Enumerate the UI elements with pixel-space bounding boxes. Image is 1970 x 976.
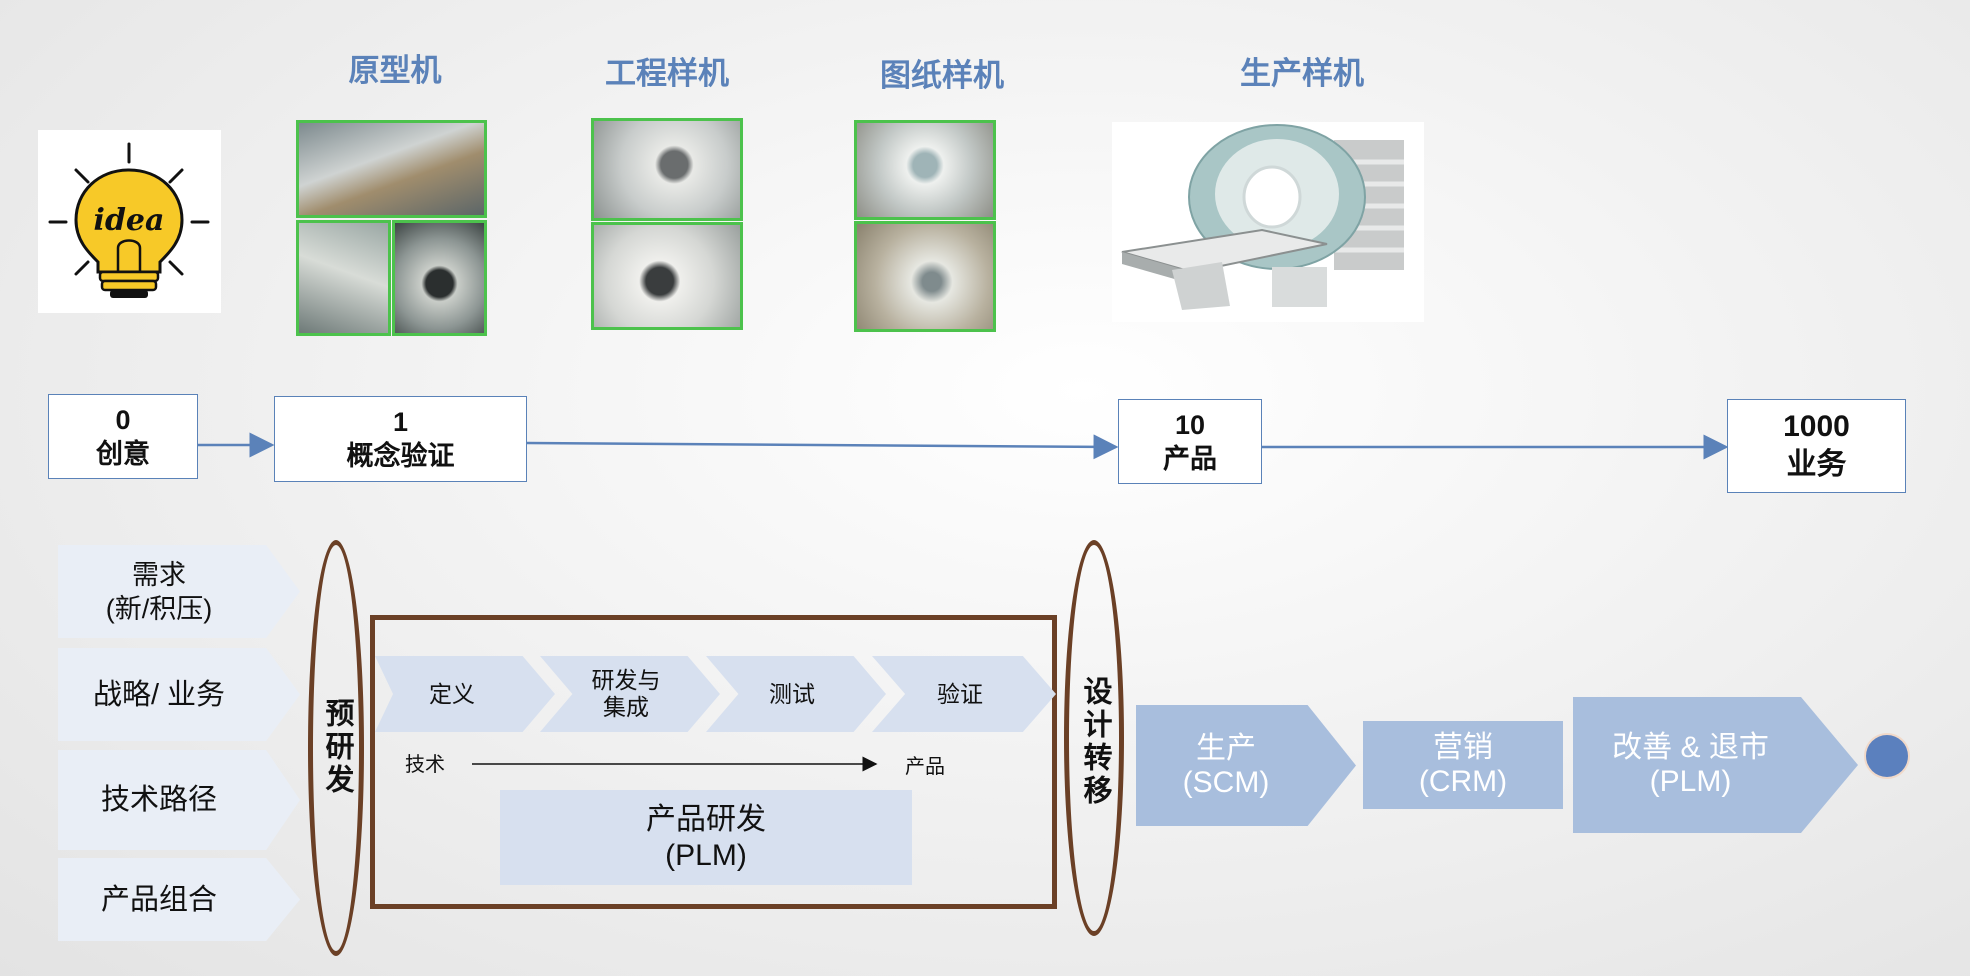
- milestone-label: 业务: [1786, 448, 1847, 481]
- ops-line2: (PLM): [1649, 765, 1732, 798]
- phase-label: 定义: [429, 680, 475, 707]
- milestone-label: 产品: [1163, 443, 1217, 474]
- phase-label-line2: 集成: [603, 694, 649, 720]
- stage-title-engineering: 工程样机: [605, 56, 729, 91]
- ops-line1: 生产: [1196, 731, 1256, 765]
- milestone-product: 10 产品: [1118, 399, 1262, 484]
- engineering-photo-top: [591, 118, 743, 221]
- pre-research-label: 预研发: [321, 698, 353, 797]
- engineering-photo-bottom: [591, 222, 743, 330]
- drawing-photo-bottom: [854, 221, 996, 332]
- stage-title-prototype: 原型机: [348, 53, 442, 88]
- design-transfer-label: 设计转移: [1079, 676, 1111, 808]
- input-line1: 技术路径: [100, 784, 217, 816]
- ops-line1: 营销: [1433, 731, 1493, 764]
- ops-improve-retire-plm: 改善 & 退市 (PLM): [1573, 697, 1858, 833]
- stage-title-drawing: 图纸样机: [880, 58, 1004, 93]
- ops-line2: (SCM): [1182, 765, 1270, 799]
- ct-scanner-image: [1112, 122, 1424, 322]
- milestone-number: 1000: [1783, 410, 1850, 443]
- milestone-concept: 1 概念验证: [274, 396, 527, 482]
- lightbulb-icon: idea: [38, 130, 221, 313]
- phase-label: 验证: [937, 680, 983, 707]
- input-line1: 战略/ 业务: [92, 678, 226, 711]
- drawing-photo-top: [854, 120, 996, 220]
- milestone-label: 概念验证: [346, 441, 455, 471]
- plm-box-line2: (PLM): [665, 838, 747, 872]
- flow-to-label: 产品: [905, 756, 945, 778]
- design-transfer-oval: [1064, 540, 1124, 936]
- ops-line1: 改善 & 退市: [1612, 731, 1769, 764]
- milestone-label: 创意: [96, 438, 150, 469]
- stage-title-production: 生产样机: [1240, 56, 1364, 91]
- phase-label-line1: 研发与: [591, 667, 661, 693]
- milestone-number: 0: [115, 404, 131, 435]
- milestone-idea: 0 创意: [48, 394, 198, 479]
- milestone-number: 1: [392, 407, 409, 437]
- phase-label: 测试: [769, 680, 815, 707]
- phase-test: 测试: [706, 656, 886, 732]
- product-development-box: 产品研发 (PLM): [500, 790, 912, 885]
- milestone-number: 10: [1174, 409, 1206, 440]
- flow-from-label: 技术: [405, 754, 445, 776]
- end-dot-icon: [1866, 735, 1908, 777]
- pre-research-oval: [308, 540, 364, 956]
- input-tech-path: 技术路径: [58, 750, 300, 850]
- phase-define: 定义: [375, 656, 555, 732]
- ops-line2: (CRM): [1418, 765, 1508, 798]
- input-line2: (新/积压): [105, 593, 213, 624]
- ops-marketing-crm: 营销 (CRM): [1363, 721, 1563, 809]
- prototype-photo-top: [296, 120, 487, 218]
- idea-icon-text: idea: [94, 203, 165, 238]
- prototype-photo-bottom-left: [296, 220, 391, 336]
- milestone-business: 1000 业务: [1727, 399, 1906, 493]
- input-line1: 需求: [131, 559, 186, 590]
- prototype-photo-bottom-right: [392, 220, 487, 336]
- input-portfolio: 产品组合: [58, 858, 300, 941]
- plm-box-line1: 产品研发: [646, 802, 766, 836]
- input-line1: 产品组合: [100, 883, 217, 916]
- plm-frame: [370, 615, 1057, 909]
- input-strategy: 战略/ 业务: [58, 648, 300, 741]
- ops-production-scm: 生产 (SCM): [1136, 705, 1356, 826]
- input-demand: 需求(新/积压): [58, 545, 300, 638]
